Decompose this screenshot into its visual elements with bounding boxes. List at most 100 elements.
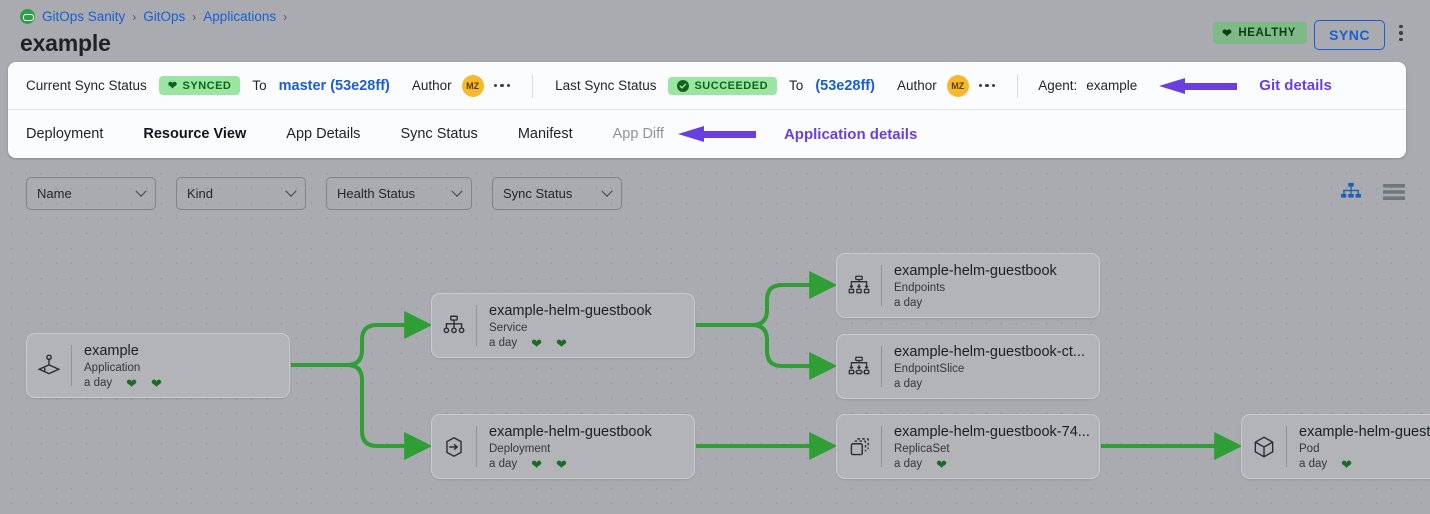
replicaset-icon bbox=[837, 415, 881, 478]
application-icon bbox=[27, 334, 71, 397]
health-heart-icon: ❤ bbox=[531, 456, 543, 472]
graph-node-replicaset[interactable]: example-helm-guestbook-74... ReplicaSet … bbox=[836, 414, 1100, 479]
divider bbox=[881, 346, 882, 387]
graph-node-body: example-helm-guestbook Endpoints a day bbox=[882, 254, 1057, 317]
sync-heart-icon: ❤ bbox=[151, 375, 162, 391]
graph-node-title: example bbox=[84, 342, 139, 359]
graph-node-deployment[interactable]: example-helm-guestbook Deployment a day … bbox=[431, 414, 695, 479]
last-revision-link[interactable]: (53e28ff) bbox=[815, 77, 875, 94]
filter-health-status-label: Health Status bbox=[337, 186, 416, 201]
service-icon bbox=[432, 294, 476, 357]
page-title: example bbox=[20, 30, 111, 56]
divider bbox=[881, 426, 882, 467]
graph-node-body: example-helm-guest Pod a day ❤ bbox=[1287, 415, 1430, 478]
breadcrumb-separator-icon: › bbox=[283, 9, 288, 24]
filter-kind[interactable]: Kind bbox=[176, 177, 306, 210]
health-heart-icon: ❤ bbox=[1341, 456, 1353, 472]
sync-button[interactable]: SYNC bbox=[1314, 20, 1385, 50]
resource-graph-canvas: example Application a day ❤ ❤ example-he… bbox=[0, 160, 1430, 514]
graph-node-meta: a day bbox=[894, 378, 1085, 390]
chevron-down-icon bbox=[285, 185, 297, 197]
graph-node-title: example-helm-guestbook bbox=[489, 302, 652, 319]
divider bbox=[1017, 73, 1019, 98]
divider bbox=[881, 265, 882, 306]
graph-node-title: example-helm-guest bbox=[1299, 423, 1430, 440]
breadcrumb-separator-icon: › bbox=[192, 9, 197, 24]
graph-node-meta: a day ❤ ❤ bbox=[489, 458, 652, 471]
current-sync-status-label: Current Sync Status bbox=[26, 78, 147, 93]
sync-heart-icon: ❤ bbox=[556, 456, 567, 472]
tab-manifest[interactable]: Manifest bbox=[517, 126, 573, 142]
avatar[interactable]: MZ bbox=[461, 74, 484, 97]
pod-icon bbox=[1242, 415, 1286, 478]
graph-node-kind: EndpointSlice bbox=[894, 363, 965, 375]
chevron-down-icon bbox=[135, 185, 147, 197]
filter-health-status[interactable]: Health Status bbox=[326, 177, 472, 210]
graph-node-meta: a day bbox=[894, 297, 1057, 309]
chevron-down-icon bbox=[601, 185, 613, 197]
graph-node-kind: ReplicaSet bbox=[894, 442, 950, 455]
current-author-group: Author MZ bbox=[412, 74, 511, 97]
status-badge-synced: ❤ SYNCED bbox=[158, 76, 241, 95]
tab-sync-status[interactable]: Sync Status bbox=[400, 126, 478, 142]
tab-resource-view[interactable]: Resource View bbox=[139, 113, 251, 162]
git-details-arrow-icon bbox=[1159, 77, 1238, 94]
graph-node-kind: Deployment bbox=[489, 442, 551, 455]
last-to-label: To bbox=[789, 78, 804, 93]
app-summary-panel: Current Sync Status ❤ SYNCED To master (… bbox=[8, 62, 1406, 162]
deployment-icon bbox=[432, 415, 476, 478]
tab-app-details[interactable]: App Details bbox=[286, 126, 361, 142]
graph-node-pod[interactable]: example-helm-guest Pod a day ❤ bbox=[1241, 414, 1430, 479]
last-sync-more-icon[interactable] bbox=[978, 83, 996, 88]
graph-node-application[interactable]: example Application a day ❤ ❤ bbox=[26, 333, 290, 398]
application-details-arrow-icon bbox=[677, 126, 756, 142]
health-badge-label: HEALTHY bbox=[1238, 27, 1296, 39]
filter-name-label: Name bbox=[37, 186, 72, 201]
current-revision-link[interactable]: master (53e28ff) bbox=[278, 77, 390, 94]
filter-name[interactable]: Name bbox=[26, 177, 156, 210]
status-badge-health: ❤ HEALTHY bbox=[1213, 22, 1307, 44]
breadcrumb-item-gitops-sanity[interactable]: GitOps Sanity bbox=[42, 9, 126, 24]
sync-heart-icon: ❤ bbox=[556, 335, 567, 351]
heart-icon: ❤ bbox=[167, 80, 178, 92]
graph-node-meta: a day ❤ bbox=[1299, 458, 1430, 471]
agent-group: Agent: example bbox=[1038, 78, 1137, 93]
chevron-down-icon bbox=[451, 185, 463, 197]
avatar[interactable]: MZ bbox=[946, 74, 969, 97]
breadcrumb-separator-icon: › bbox=[132, 9, 137, 24]
graph-node-endpointslice[interactable]: example-helm-guestbook-ct... EndpointSli… bbox=[836, 334, 1100, 399]
divider bbox=[476, 426, 477, 467]
endpoints-icon bbox=[837, 254, 881, 317]
graph-node-endpoints[interactable]: example-helm-guestbook Endpoints a day bbox=[836, 253, 1100, 318]
breadcrumb: GitOps Sanity › GitOps › Applications › bbox=[20, 9, 287, 24]
tab-bar: Deployment Resource View App Details Syn… bbox=[8, 110, 1406, 162]
tab-deployment[interactable]: Deployment bbox=[26, 126, 104, 142]
view-toggle-group bbox=[1340, 182, 1406, 202]
breadcrumb-item-gitops[interactable]: GitOps bbox=[143, 9, 186, 24]
endpointslice-icon bbox=[837, 335, 881, 398]
graph-node-age: a day bbox=[489, 337, 518, 349]
graph-node-meta: a day ❤ ❤ bbox=[84, 377, 162, 390]
tree-view-icon[interactable] bbox=[1340, 182, 1362, 202]
graph-node-service[interactable]: example-helm-guestbook Service a day ❤ ❤ bbox=[431, 293, 695, 358]
last-author-group: Author MZ bbox=[896, 74, 996, 97]
check-circle-icon bbox=[677, 79, 690, 92]
list-view-icon[interactable] bbox=[1382, 182, 1406, 202]
breadcrumb-item-applications[interactable]: Applications bbox=[203, 9, 277, 24]
health-heart-icon: ❤ bbox=[531, 335, 543, 351]
graph-node-title: example-helm-guestbook bbox=[489, 423, 652, 440]
graph-node-title: example-helm-guestbook-ct... bbox=[894, 344, 1085, 360]
filter-sync-status[interactable]: Sync Status bbox=[492, 177, 622, 210]
divider bbox=[476, 305, 477, 346]
last-author-label: Author bbox=[896, 78, 937, 93]
health-heart-icon: ❤ bbox=[126, 375, 138, 391]
more-options-icon[interactable] bbox=[1392, 22, 1410, 44]
current-sync-status-group: Current Sync Status ❤ SYNCED To master (… bbox=[26, 76, 390, 95]
sync-status-bar: Current Sync Status ❤ SYNCED To master (… bbox=[8, 62, 1406, 110]
current-to-label: To bbox=[252, 78, 267, 93]
graph-node-body: example-helm-guestbook-ct... EndpointSli… bbox=[882, 335, 1085, 398]
agent-value: example bbox=[1086, 78, 1138, 93]
graph-node-age: a day bbox=[894, 378, 923, 390]
current-sync-more-icon[interactable] bbox=[493, 83, 511, 88]
tab-app-diff[interactable]: App Diff bbox=[612, 126, 664, 142]
